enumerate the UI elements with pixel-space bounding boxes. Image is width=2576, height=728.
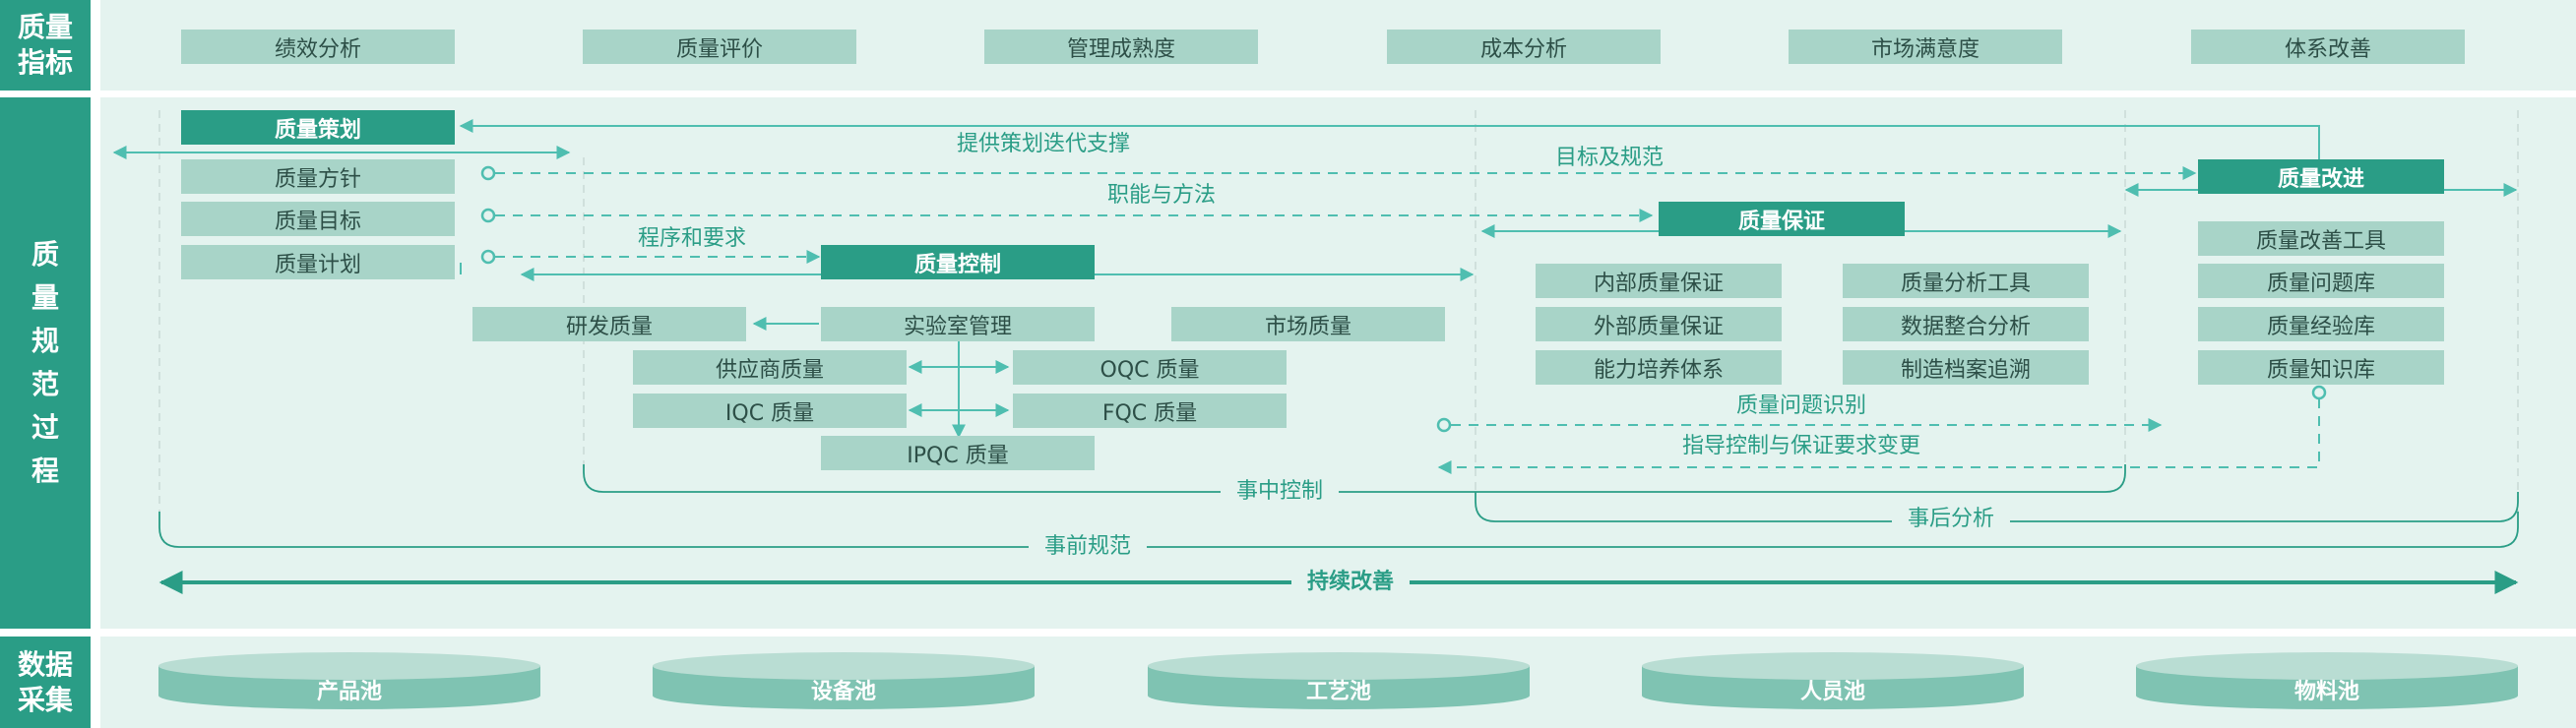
iqc-quality: IQC 质量 bbox=[633, 394, 907, 428]
capability-system: 能力培养体系 bbox=[1536, 350, 1782, 385]
side-label-data: 数据采集 bbox=[0, 637, 91, 728]
label-post-analysis: 事后分析 bbox=[1891, 507, 2011, 532]
data-integration: 数据整合分析 bbox=[1843, 307, 2089, 341]
indicator-evaluation: 质量评价 bbox=[583, 30, 856, 64]
label-targets: 目标及规范 bbox=[1554, 146, 1665, 170]
lab-management: 实验室管理 bbox=[821, 307, 1095, 341]
fqc-quality: FQC 质量 bbox=[1013, 394, 1287, 428]
improvement-tools: 质量改善工具 bbox=[2198, 221, 2444, 256]
quality-assurance-title: 质量保证 bbox=[1659, 202, 1905, 236]
pool-label: 物料池 bbox=[2293, 680, 2359, 704]
indicator-system: 体系改善 bbox=[2191, 30, 2465, 64]
quality-improvement-title: 质量改进 bbox=[2198, 159, 2444, 194]
pool-label: 产品池 bbox=[316, 680, 382, 704]
label-functions: 职能与方法 bbox=[1106, 183, 1217, 208]
quality-policy: 质量方针 bbox=[181, 159, 455, 194]
side-text: 采集 bbox=[17, 683, 73, 716]
label-procedures: 程序和要求 bbox=[637, 226, 747, 251]
side-text: 质量 bbox=[17, 11, 73, 43]
quality-objective: 质量目标 bbox=[181, 202, 455, 236]
pool-process: 工艺池 bbox=[1148, 652, 1530, 709]
side-text: 指标 bbox=[17, 46, 73, 79]
issue-library: 质量问题库 bbox=[2198, 264, 2444, 298]
supplier-quality: 供应商质量 bbox=[633, 350, 907, 385]
quality-planning-title: 质量策划 bbox=[181, 110, 455, 145]
label-continuous-improvement: 持续改善 bbox=[1290, 570, 1411, 595]
indicator-performance: 绩效分析 bbox=[181, 30, 455, 64]
internal-assurance: 内部质量保证 bbox=[1536, 264, 1782, 298]
pool-equipment: 设备池 bbox=[653, 652, 1035, 709]
pool-material: 物料池 bbox=[2136, 652, 2518, 709]
pool-label: 人员池 bbox=[1799, 680, 1865, 704]
side-text: 规 bbox=[31, 325, 59, 357]
analysis-tools: 质量分析工具 bbox=[1843, 264, 2089, 298]
quality-plan: 质量计划 bbox=[181, 245, 455, 279]
indicator-maturity: 管理成熟度 bbox=[984, 30, 1258, 64]
indicator-satisfaction: 市场满意度 bbox=[1789, 30, 2062, 64]
oqc-quality: OQC 质量 bbox=[1013, 350, 1287, 385]
side-text: 数据 bbox=[17, 647, 73, 681]
quality-control-title: 质量控制 bbox=[821, 245, 1095, 279]
rd-quality: 研发质量 bbox=[472, 307, 746, 341]
side-label-indicators: 质量指标 bbox=[0, 0, 91, 91]
external-assurance: 外部质量保证 bbox=[1536, 307, 1782, 341]
side-text: 范 bbox=[31, 368, 59, 400]
label-guidance: 指导控制与保证要求变更 bbox=[1681, 434, 1921, 458]
side-text: 程 bbox=[31, 455, 59, 487]
pool-label: 设备池 bbox=[810, 680, 876, 704]
label-pre-specification: 事前规范 bbox=[1028, 534, 1148, 560]
indicators-panel bbox=[100, 0, 2576, 91]
knowledge-library: 质量知识库 bbox=[2198, 350, 2444, 385]
pool-label: 工艺池 bbox=[1305, 680, 1371, 704]
manufacturing-traceability: 制造档案追溯 bbox=[1843, 350, 2089, 385]
label-issue-identification: 质量问题识别 bbox=[1735, 394, 1867, 418]
label-in-process-control: 事中控制 bbox=[1220, 479, 1340, 505]
side-text: 量 bbox=[31, 281, 59, 314]
side-label-process: 质 量 规 范 过 程 bbox=[0, 97, 91, 629]
market-quality: 市场质量 bbox=[1171, 307, 1445, 341]
ipqc-quality: IPQC 质量 bbox=[821, 436, 1095, 470]
label-support: 提供策划迭代支撑 bbox=[956, 132, 1131, 156]
experience-library: 质量经验库 bbox=[2198, 307, 2444, 341]
pool-personnel: 人员池 bbox=[1642, 652, 2024, 709]
indicator-cost: 成本分析 bbox=[1387, 30, 1661, 64]
side-text: 质 bbox=[31, 238, 59, 271]
side-text: 过 bbox=[31, 411, 59, 444]
pool-product: 产品池 bbox=[158, 652, 540, 709]
